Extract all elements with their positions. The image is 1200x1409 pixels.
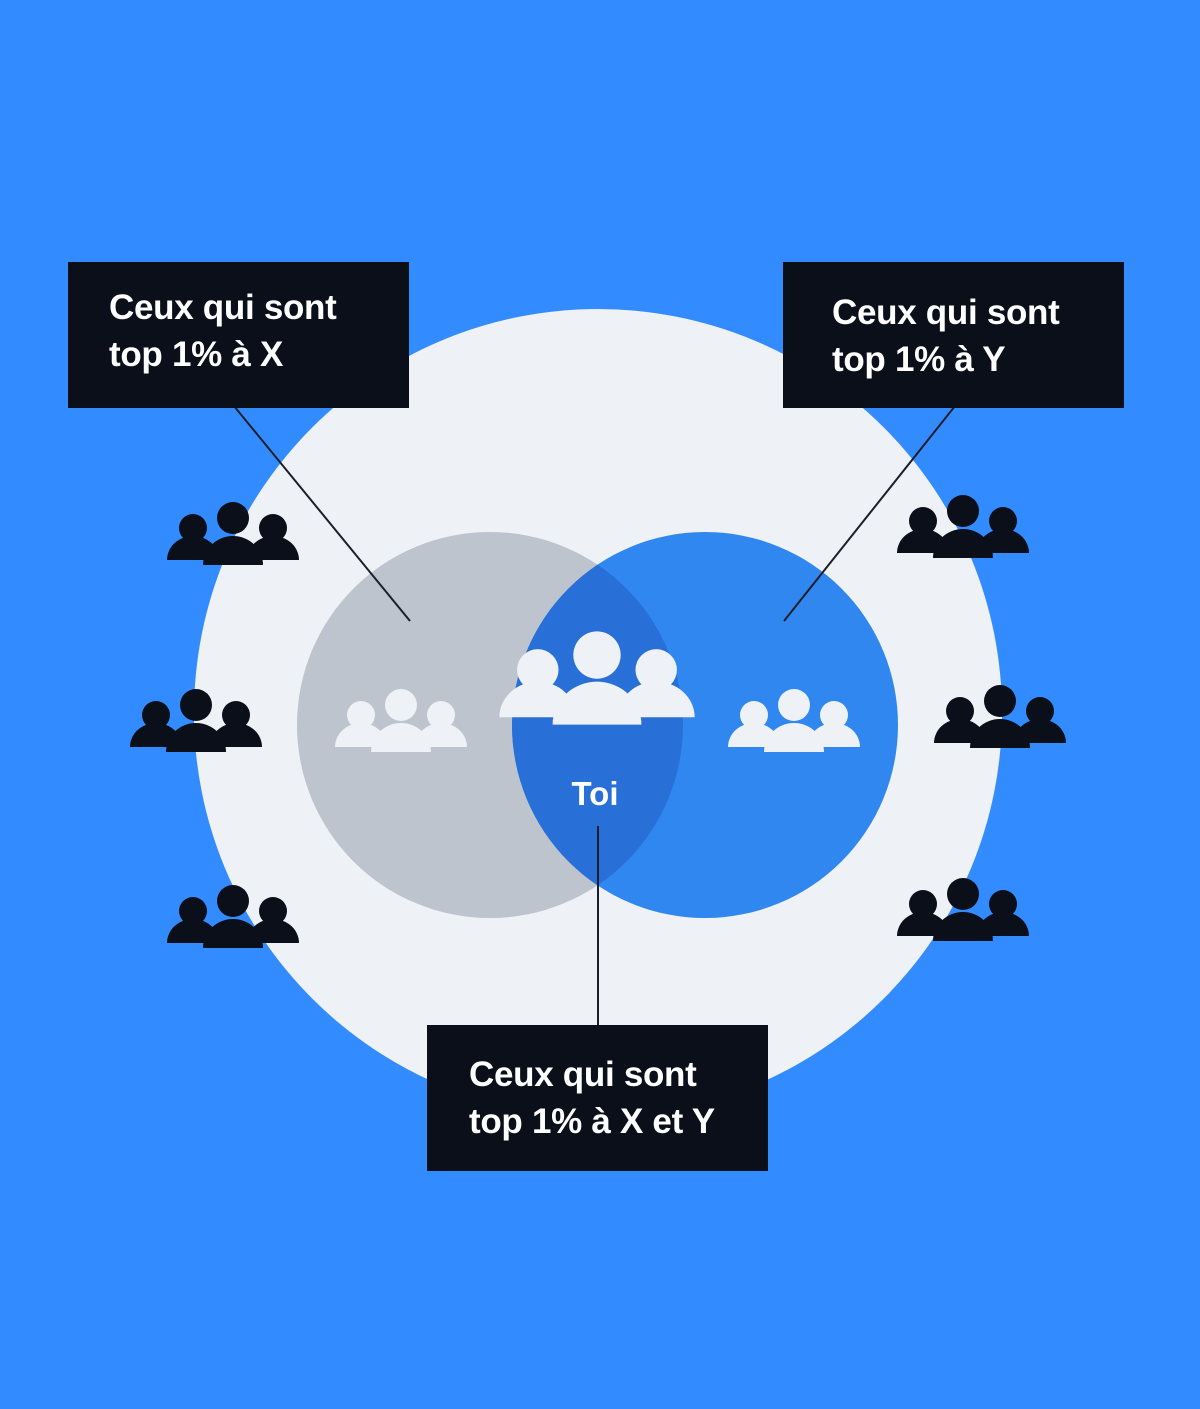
label-top-y-line2: top 1% à Y bbox=[832, 340, 1006, 379]
label-top-x-text: Ceux qui sont top 1% à X bbox=[109, 284, 337, 378]
venn-intersection bbox=[512, 532, 683, 918]
label-top-x-and-y-line2: top 1% à X et Y bbox=[469, 1102, 715, 1141]
label-top-y-line1: Ceux qui sont bbox=[832, 293, 1060, 332]
label-top-y: Ceux qui sont top 1% à Y bbox=[783, 262, 1124, 408]
label-top-x-and-y-line1: Ceux qui sont bbox=[469, 1055, 697, 1094]
label-top-y-text: Ceux qui sont top 1% à Y bbox=[832, 289, 1060, 383]
label-top-x-and-y-text: Ceux qui sont top 1% à X et Y bbox=[469, 1051, 715, 1145]
connector-line-y bbox=[783, 405, 956, 622]
you-label: Toi bbox=[571, 775, 618, 812]
label-top-x: Ceux qui sont top 1% à X bbox=[68, 262, 409, 408]
label-top-x-line1: Ceux qui sont bbox=[109, 288, 337, 327]
label-top-x-and-y: Ceux qui sont top 1% à X et Y bbox=[427, 1025, 768, 1171]
connector-line-x bbox=[233, 405, 411, 622]
label-top-x-line2: top 1% à X bbox=[109, 335, 283, 374]
